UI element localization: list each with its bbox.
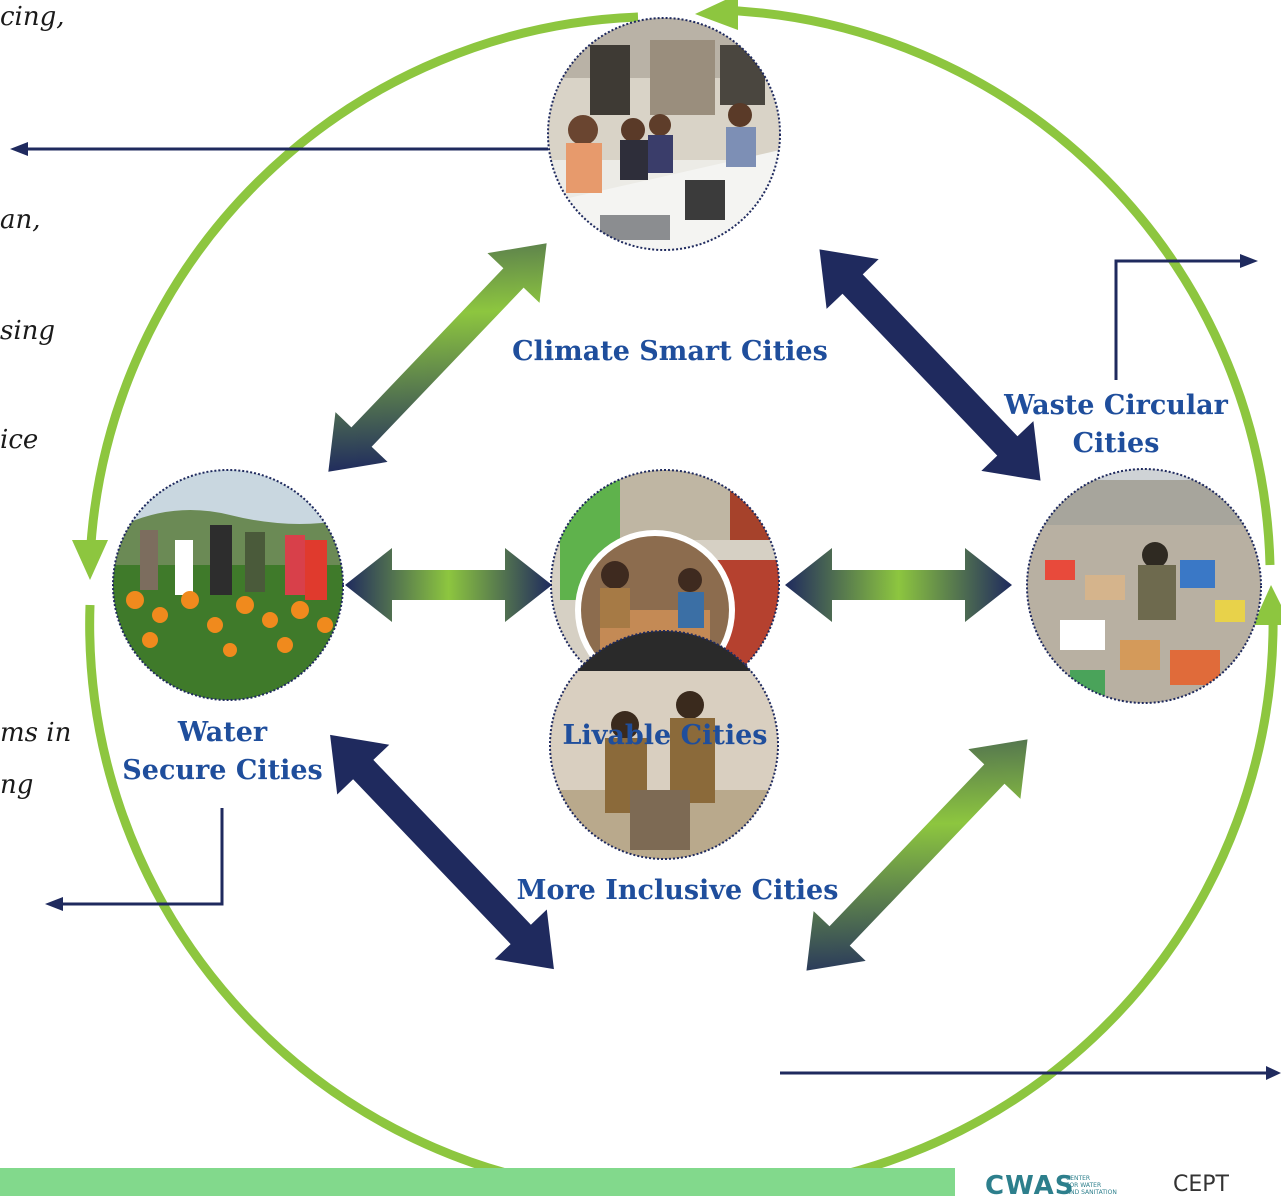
label-livable-cities: Livable Cities bbox=[562, 720, 768, 751]
label-waste-line2: Cities bbox=[1072, 428, 1160, 459]
connector-lines bbox=[25, 147, 1275, 1075]
ring-arc-bottom-left bbox=[85, 604, 611, 1196]
double-arrows bbox=[328, 243, 1041, 971]
photo-climate-meeting bbox=[548, 18, 780, 250]
label-climate-smart-cities: Climate Smart Cities bbox=[512, 336, 828, 367]
photo-border-left bbox=[112, 469, 344, 701]
label-waste-line1: Waste Circular bbox=[1004, 390, 1228, 421]
left-text-fragment: an, bbox=[0, 205, 41, 235]
ring-arc-top-right bbox=[719, 5, 1275, 566]
photo-water-garden bbox=[113, 470, 343, 700]
label-waste-circular-cities: Waste Circular Cities bbox=[990, 387, 1242, 463]
arrow-center-to-right bbox=[785, 548, 1012, 622]
photo-border-right bbox=[1026, 468, 1262, 704]
left-text-fragment: ms in bbox=[0, 718, 72, 748]
ring-arrowhead-top bbox=[695, 0, 738, 30]
arrow-left-to-top bbox=[328, 243, 547, 472]
ring-arrowhead-left bbox=[72, 540, 108, 580]
ring-arrowheads bbox=[72, 0, 1281, 625]
label-more-inclusive-cities: More Inclusive Cities bbox=[516, 875, 839, 906]
cwas-logo: CWAS bbox=[985, 1171, 1075, 1201]
cwas-logo-subtext: CENTER FOR WATER AND SANITATION bbox=[1066, 1175, 1117, 1196]
left-text-fragment: sing bbox=[0, 316, 56, 346]
left-text-fragment: ice bbox=[0, 425, 39, 455]
label-water-line2: Secure Cities bbox=[122, 755, 323, 786]
cwas-sub-line: FOR WATER bbox=[1066, 1182, 1102, 1189]
cept-logo: CEPT bbox=[1173, 1172, 1229, 1197]
cwas-sub-line: AND SANITATION bbox=[1066, 1189, 1117, 1196]
connector-waste-right bbox=[1114, 259, 1245, 380]
footer-bar bbox=[0, 1168, 955, 1196]
left-text-fragment: cing, bbox=[0, 2, 65, 32]
label-water-secure-cities: Water Secure Cities bbox=[115, 714, 330, 790]
cwas-sub-line: CENTER bbox=[1066, 1175, 1091, 1182]
arrowhead-left-bottom bbox=[45, 897, 63, 911]
photo-border-bottom bbox=[549, 630, 779, 860]
ring-arrowhead-right bbox=[1253, 585, 1281, 625]
connector-arrowheads bbox=[10, 142, 1281, 1080]
arrow-left-to-bottom bbox=[330, 734, 554, 970]
arrow-top-to-right bbox=[819, 249, 1041, 481]
photo-border-center bbox=[550, 469, 780, 699]
ring-arc-top-left bbox=[85, 12, 639, 561]
connector-water-down bbox=[60, 808, 224, 906]
arrowhead-right-top bbox=[1240, 254, 1258, 268]
arrowhead-right-bottom bbox=[1266, 1066, 1281, 1080]
label-water-line1: Water bbox=[177, 717, 268, 748]
photo-border-top bbox=[547, 17, 781, 251]
arrow-left-to-center bbox=[345, 548, 552, 622]
left-text-fragment: ng bbox=[0, 770, 34, 800]
arrowhead-left-top bbox=[10, 142, 28, 156]
arrow-right-to-bottom bbox=[806, 739, 1028, 971]
photo-inclusive-workers bbox=[550, 631, 778, 859]
